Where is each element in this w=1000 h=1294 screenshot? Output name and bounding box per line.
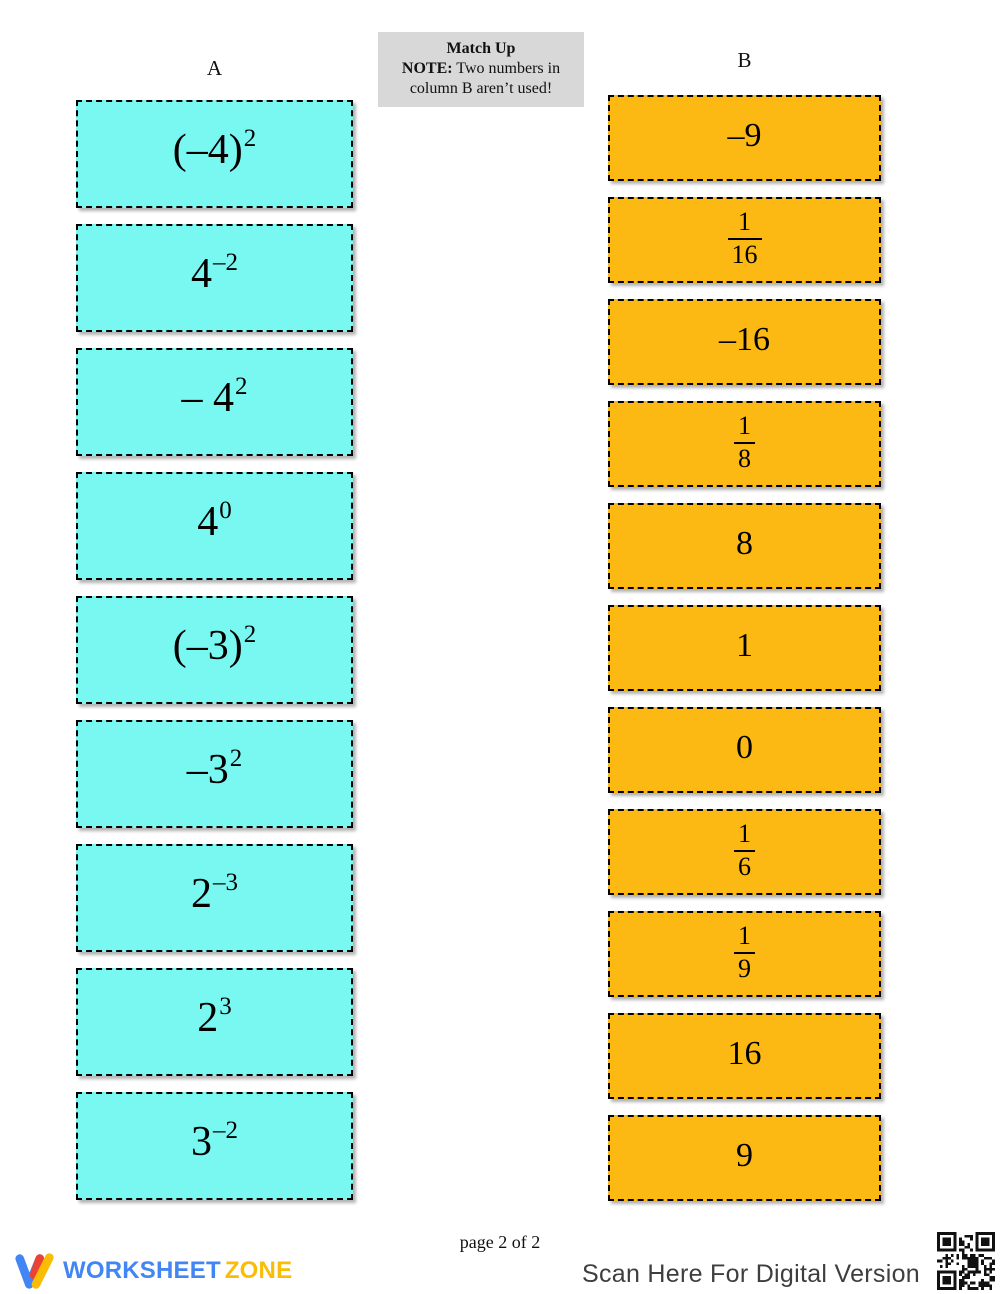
exponent-expression: 3–2 — [191, 1117, 238, 1165]
match-card-b[interactable]: 0 — [608, 707, 881, 793]
exponent-expression: –32 — [186, 745, 243, 793]
note-box: Match Up NOTE: Two numbers in column B a… — [378, 32, 584, 107]
match-card-a[interactable]: 4–2 — [76, 224, 353, 332]
fraction-numerator: 1 — [738, 411, 751, 441]
fraction-denominator: 6 — [734, 849, 755, 880]
exponent-expression: (–3)2 — [172, 621, 257, 669]
exponent-expression: 40 — [197, 497, 232, 545]
number-value: –16 — [719, 321, 770, 358]
logo-word-worksheet: WORKSHEET — [63, 1257, 221, 1284]
exponent-expression: – 42 — [181, 373, 248, 421]
number-value: 1 — [736, 627, 753, 664]
match-card-b[interactable]: 8 — [608, 503, 881, 589]
match-card-a[interactable]: 40 — [76, 472, 353, 580]
match-card-a[interactable]: –32 — [76, 720, 353, 828]
match-card-b[interactable]: –16 — [608, 299, 881, 385]
match-card-b[interactable]: 1 9 — [608, 911, 881, 997]
match-card-b[interactable]: 1 16 — [608, 197, 881, 283]
match-card-a[interactable]: 3–2 — [76, 1092, 353, 1200]
fraction-value: 1 9 — [734, 922, 755, 982]
scan-here-label: Scan Here For Digital Version — [581, 1260, 920, 1288]
number-value: 16 — [727, 1035, 762, 1072]
match-card-a[interactable]: (–3)2 — [76, 596, 353, 704]
number-value: 8 — [736, 525, 753, 562]
fraction-value: 1 6 — [734, 820, 755, 880]
number-value: –9 — [727, 117, 762, 154]
match-card-b[interactable]: –9 — [608, 95, 881, 181]
page-number-label: page 2 of 2 — [459, 1232, 541, 1252]
fraction-numerator: 1 — [738, 921, 751, 951]
worksheet-zone-logo-icon — [15, 1253, 54, 1289]
match-card-b[interactable]: 16 — [608, 1013, 881, 1099]
note-body: NOTE: Two numbers in column B aren’t use… — [384, 59, 578, 99]
fraction-value: 1 8 — [734, 412, 755, 472]
column-a-header: A — [206, 56, 223, 80]
match-card-a[interactable]: 2–3 — [76, 844, 353, 952]
column-a-cards: (–4)2 4–2 – 42 40 (–3)2 –32 2–3 23 3–2 — [76, 100, 353, 1216]
fraction-value: 1 16 — [727, 207, 762, 268]
exponent-expression: (–4)2 — [172, 125, 257, 173]
note-title: Match Up — [446, 40, 516, 57]
number-value: 9 — [736, 1137, 753, 1174]
match-card-a[interactable]: (–4)2 — [76, 100, 353, 208]
match-card-b[interactable]: 1 8 — [608, 401, 881, 487]
match-card-b[interactable]: 1 — [608, 605, 881, 691]
exponent-expression: 4–2 — [191, 249, 238, 297]
fraction-numerator: 1 — [738, 819, 751, 849]
fraction-denominator: 8 — [734, 441, 755, 472]
number-value: 0 — [736, 729, 753, 766]
exponent-expression: 2–3 — [191, 869, 238, 917]
note-text: Two numbers in column B aren’t used! — [409, 60, 561, 97]
match-card-b[interactable]: 1 6 — [608, 809, 881, 895]
match-card-a[interactable]: 23 — [76, 968, 353, 1076]
qr-code-icon — [935, 1230, 997, 1292]
fraction-denominator: 16 — [727, 237, 762, 268]
logo-word-zone: ZONE — [224, 1257, 293, 1284]
note-bold-label: NOTE: — [401, 60, 453, 77]
match-card-b[interactable]: 9 — [608, 1115, 881, 1201]
fraction-numerator: 1 — [738, 207, 751, 237]
fraction-denominator: 9 — [734, 951, 755, 982]
exponent-expression: 23 — [197, 993, 232, 1041]
column-b-header: B — [737, 48, 752, 72]
column-b-cards: –9 1 16 –16 1 8 8 1 0 1 6 1 9 — [608, 95, 881, 1217]
match-card-a[interactable]: – 42 — [76, 348, 353, 456]
